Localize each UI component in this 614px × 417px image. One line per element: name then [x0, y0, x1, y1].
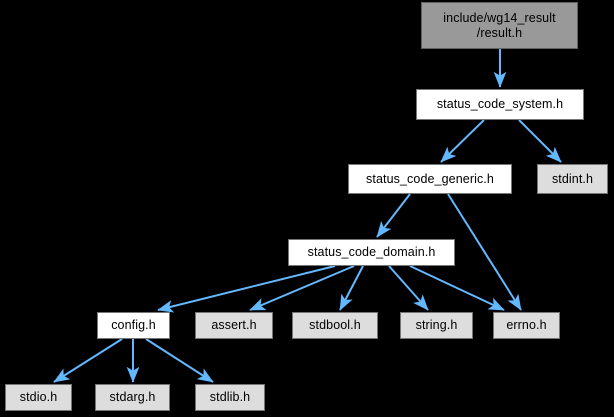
node-status_code_generic[interactable]: status_code_generic.h	[348, 164, 512, 194]
edge-status_code_domain-to-config	[157, 265, 336, 313]
node-stdlib[interactable]: stdlib.h	[195, 384, 265, 411]
node-stdint[interactable]: stdint.h	[537, 164, 608, 194]
edge-status_code_generic-to-errno	[447, 193, 522, 311]
edge-config-to-stdio	[53, 338, 123, 383]
edge-config-to-stdlib	[145, 338, 214, 383]
node-status_code_system[interactable]: status_code_system.h	[416, 89, 584, 120]
node-stdarg[interactable]: stdarg.h	[95, 384, 170, 411]
node-assert[interactable]: assert.h	[195, 312, 273, 339]
edge-status_code_generic-to-status_code_domain	[376, 193, 411, 238]
edge-status_code_system-to-status_code_generic	[440, 119, 485, 163]
node-stdio[interactable]: stdio.h	[5, 384, 72, 411]
node-errno[interactable]: errno.h	[493, 312, 560, 339]
node-status_code_domain[interactable]: status_code_domain.h	[288, 239, 455, 266]
edge-status_code_domain-to-string	[388, 265, 429, 311]
node-config[interactable]: config.h	[97, 312, 170, 339]
node-root[interactable]: include/wg14_result /result.h	[421, 2, 578, 49]
edge-status_code_system-to-stdint	[518, 119, 562, 163]
node-stdbool[interactable]: stdbool.h	[292, 312, 378, 339]
node-string[interactable]: string.h	[400, 312, 473, 339]
edge-status_code_domain-to-assert	[249, 265, 355, 311]
edge-status_code_domain-to-stdbool	[339, 265, 364, 311]
edge-status_code_domain-to-errno	[409, 265, 505, 311]
